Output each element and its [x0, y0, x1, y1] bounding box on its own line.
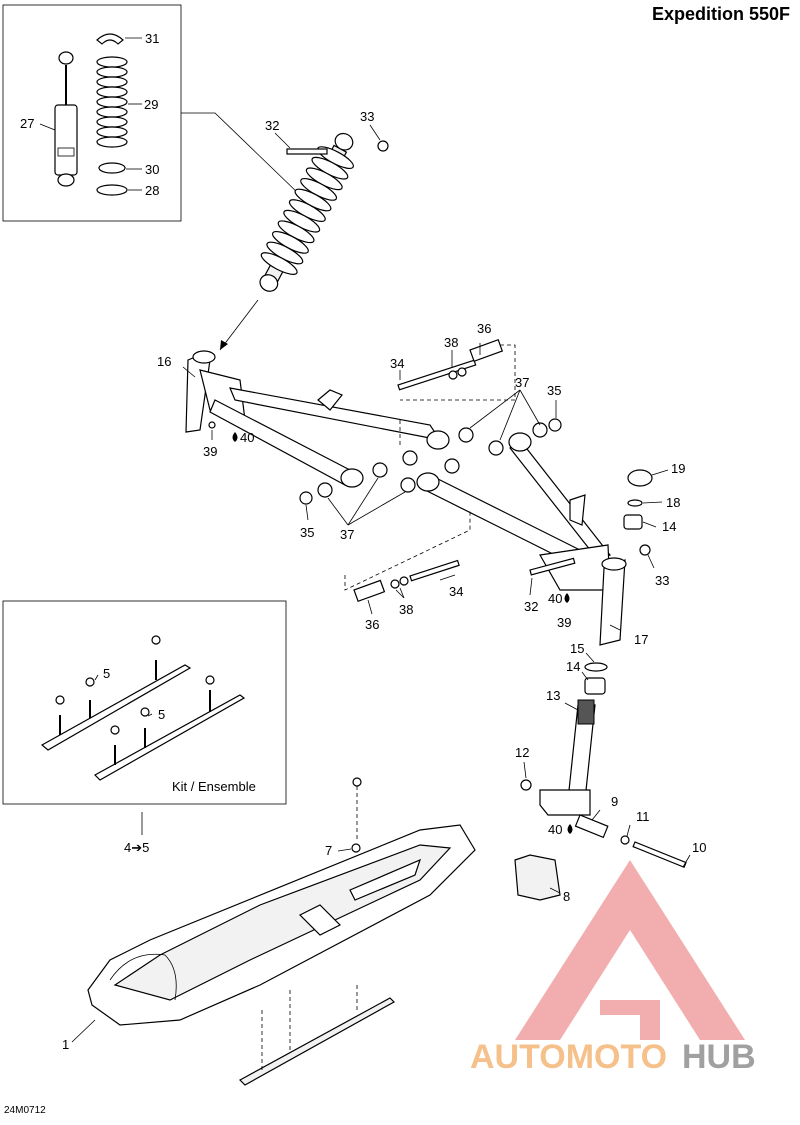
upper-a-arm-16 — [185, 350, 450, 488]
spacer-36-upper — [469, 338, 504, 363]
washer-30 — [98, 162, 126, 174]
callout-8: 8 — [563, 889, 570, 904]
callout-40-spindle: 40 — [548, 822, 562, 837]
carbide-runner-lower — [94, 675, 246, 781]
callout-32-top: 32 — [265, 118, 279, 133]
callout-15: 15 — [570, 641, 584, 656]
washer-7 — [351, 843, 361, 853]
bushing-9 — [574, 814, 609, 839]
lower-a-arm-17 — [416, 432, 627, 646]
callout-1: 1 — [62, 1037, 69, 1052]
callout-27: 27 — [20, 116, 34, 131]
nut-12 — [520, 779, 532, 791]
callout-9: 9 — [611, 794, 618, 809]
callout-32-lower: 32 — [524, 599, 538, 614]
washer-11 — [620, 835, 630, 845]
nut-35-lower — [299, 491, 313, 505]
bolt-10 — [632, 841, 687, 869]
spring-29 — [96, 56, 128, 148]
callout-28: 28 — [145, 183, 159, 198]
callout-12: 12 — [515, 745, 529, 760]
kit-inset-frame — [2, 600, 287, 805]
callout-30: 30 — [145, 162, 159, 177]
kit-inset-caption: Kit / Ensemble — [172, 779, 256, 794]
callout-40-upper: 40 — [240, 430, 254, 445]
callout-17: 17 — [634, 632, 648, 647]
callout-5-upper: 5 — [103, 666, 110, 681]
callout-34-upper: 34 — [390, 356, 404, 371]
nut-33-top — [377, 140, 389, 152]
page-title: Expedition 550F — [651, 4, 790, 24]
figure-code: 24M0712 — [4, 1105, 46, 1116]
callout-16: 16 — [157, 354, 171, 369]
shock-assembly — [259, 132, 354, 292]
callout-38-lower: 38 — [399, 602, 413, 617]
callout-13: 13 — [546, 688, 560, 703]
nut-7-top — [352, 777, 362, 787]
watermark-text-2: HUB — [682, 1038, 756, 1076]
bolt-32-top — [286, 148, 328, 155]
callout-19: 19 — [671, 461, 685, 476]
callout-14-top: 14 — [662, 519, 676, 534]
callout-36-upper: 36 — [477, 321, 491, 336]
drop-icon — [567, 824, 573, 834]
bushing-14-bottom — [584, 677, 606, 695]
bushings-37 — [317, 422, 548, 498]
washer-38-upper-b — [457, 367, 467, 377]
callout-33-top: 33 — [360, 109, 374, 124]
bushing-14-top — [623, 514, 643, 530]
callout-5-lower: 5 — [158, 707, 165, 722]
callout-14-bottom: 14 — [566, 659, 580, 674]
washer-38-lower-b — [399, 576, 409, 586]
watermark-logo — [515, 860, 745, 1040]
stopper-8 — [514, 854, 561, 901]
cap-19 — [627, 469, 653, 487]
washer-18 — [627, 499, 643, 507]
callout-34-lower: 34 — [449, 584, 463, 599]
spindle-13 — [539, 699, 596, 816]
callout-31: 31 — [145, 31, 159, 46]
callout-18: 18 — [666, 495, 680, 510]
callout-29: 29 — [144, 97, 158, 112]
callout-36-lower: 36 — [365, 617, 379, 632]
bolt-34-lower — [409, 559, 460, 582]
callout-35-upper: 35 — [547, 383, 561, 398]
leader-lines — [71, 343, 691, 1043]
washer-38-upper-a — [448, 370, 458, 380]
carbide-runner-upper — [40, 635, 192, 751]
callout-33-lower: 33 — [655, 573, 669, 588]
bolt-34-upper — [397, 359, 477, 391]
callout-39-lower: 39 — [557, 615, 571, 630]
callout-37-upper: 37 — [515, 375, 529, 390]
ring-15 — [584, 662, 608, 672]
nut-33-lower — [639, 544, 651, 556]
fitting-39-upper — [208, 421, 216, 429]
callout-11: 11 — [636, 809, 650, 824]
washer-38-lower-a — [390, 579, 400, 589]
callout-7: 7 — [325, 843, 332, 858]
callout-38-upper: 38 — [444, 335, 458, 350]
nut-35-upper — [548, 418, 562, 432]
shock-absorber-27 — [54, 51, 78, 187]
washer-28 — [96, 184, 128, 196]
bolt-32-lower — [529, 557, 576, 576]
spring-stopper-31 — [96, 33, 124, 45]
kit-range-label: 4➔5 — [124, 840, 150, 855]
drop-icon — [232, 432, 238, 442]
drop-icon — [564, 593, 570, 603]
ski-runner — [239, 997, 395, 1086]
callout-37-lower: 37 — [340, 527, 354, 542]
ski-1 — [87, 824, 476, 1026]
watermark-text-1: AUTOMOTO — [470, 1038, 667, 1076]
callout-10: 10 — [692, 840, 706, 855]
callout-40-lower-arm: 40 — [548, 591, 562, 606]
spacer-36-lower — [353, 579, 386, 603]
callout-39-upper: 39 — [203, 444, 217, 459]
callout-35-lower: 35 — [300, 525, 314, 540]
